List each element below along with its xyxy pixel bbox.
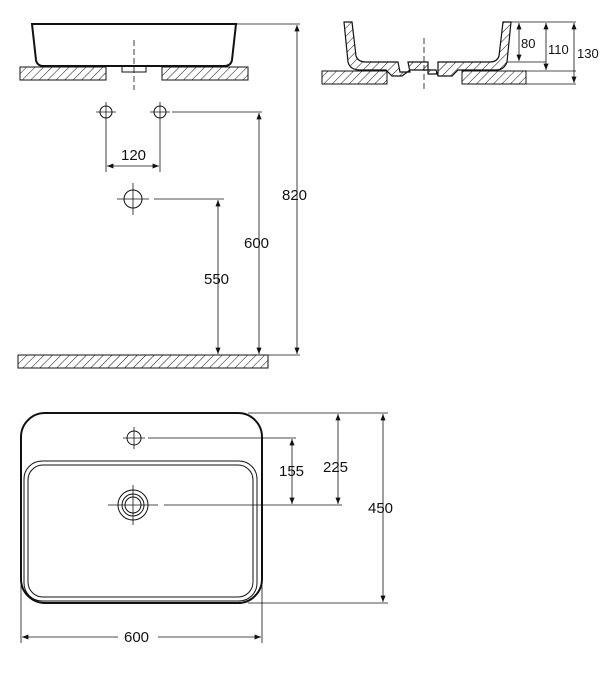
dim-120-label: 120 (121, 147, 146, 164)
side-view: 80 110 130 (321, 21, 599, 92)
top-view: 155 225 450 600 (20, 412, 393, 646)
dim-130-label: 130 (577, 46, 599, 61)
dim-110-label: 110 (548, 42, 569, 57)
dim-450-label: 450 (368, 500, 393, 517)
side-counter-right (461, 70, 527, 85)
dim-80-label: 80 (521, 36, 535, 51)
top-basin-outline (20, 412, 263, 604)
dim-600-label: 600 (244, 235, 269, 252)
side-basin-section (343, 21, 512, 77)
drain-hole (117, 183, 149, 215)
floor (17, 354, 269, 369)
tap-hole-left (96, 102, 116, 122)
front-basin-outline (30, 23, 238, 67)
front-view: 120 550 600 820 (17, 23, 307, 369)
tap-hole-right (150, 102, 170, 122)
front-counter-right (161, 66, 249, 81)
dim-225-label: 225 (323, 459, 348, 476)
dim-155-label: 155 (279, 463, 304, 480)
dim-820-label: 820 (282, 187, 307, 204)
top-tap-hole (123, 427, 145, 449)
top-drain (108, 485, 158, 525)
front-counter-left (19, 66, 107, 81)
side-counter-left (321, 70, 388, 85)
top-bowl-outline (23, 460, 258, 602)
dim-600-width-label: 600 (124, 629, 149, 646)
dim-550-label: 550 (204, 271, 229, 288)
